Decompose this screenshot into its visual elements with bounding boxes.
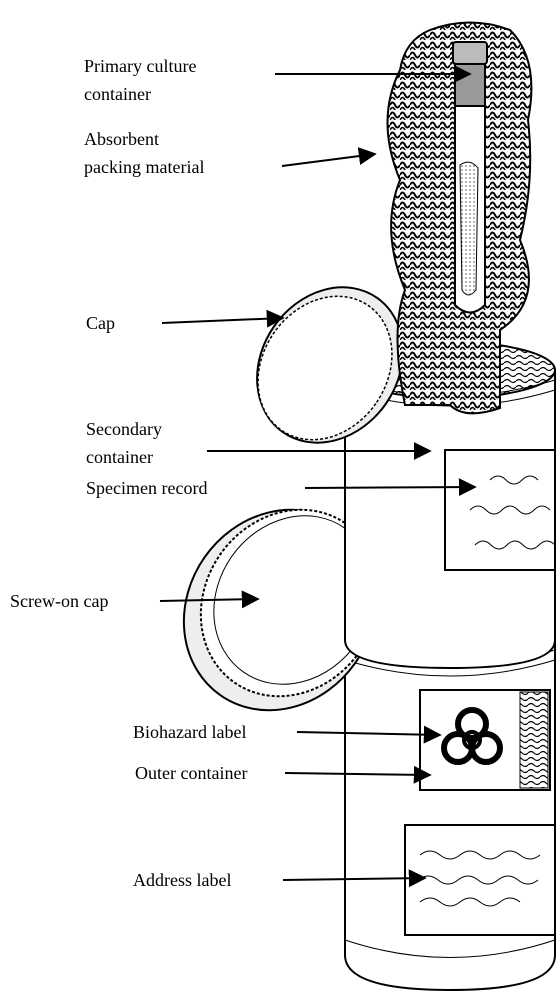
arrow-cap	[162, 318, 283, 323]
primary-culture-container	[453, 42, 487, 313]
label-biohazard: Biohazard label	[133, 722, 246, 742]
label-primary-line1: Primary culture	[84, 56, 196, 76]
biohazard-label-graphic	[420, 690, 550, 790]
arrow-specimen	[305, 487, 475, 488]
label-outer-container: Outer container	[135, 763, 247, 783]
labels: Primary culture container Absorbent pack…	[10, 56, 247, 890]
label-primary-line2: container	[84, 84, 151, 104]
label-cap: Cap	[86, 313, 115, 333]
label-address: Address label	[133, 870, 231, 890]
label-specimen-record: Specimen record	[86, 478, 207, 498]
label-absorbent-line1: Absorbent	[84, 129, 159, 149]
label-absorbent-line2: packing material	[84, 157, 204, 177]
label-secondary-line2: container	[86, 447, 153, 467]
specimen-record-graphic	[445, 450, 555, 570]
arrow-absorbent	[282, 154, 375, 166]
address-label-graphic	[405, 825, 555, 935]
label-screw-on-cap: Screw-on cap	[10, 591, 108, 611]
label-secondary-line1: Secondary	[86, 419, 162, 439]
